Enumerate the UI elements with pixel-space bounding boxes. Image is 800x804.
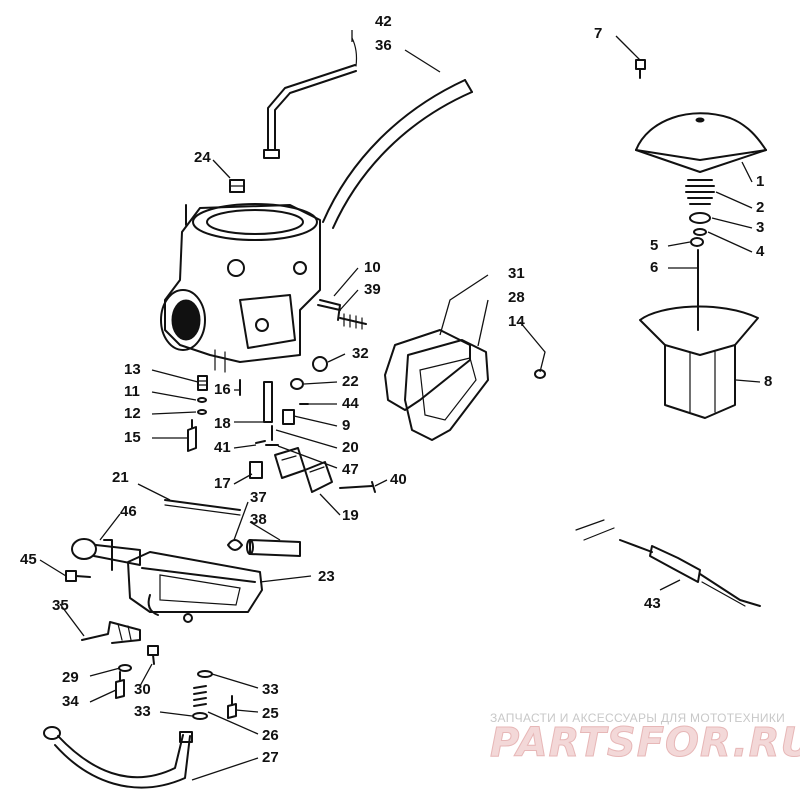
callout-27: 27 xyxy=(262,749,279,766)
part-42-cable xyxy=(263,37,358,159)
callout-28: 28 xyxy=(508,289,525,306)
part-13-jet xyxy=(197,375,208,391)
callout-1: 1 xyxy=(756,173,764,190)
callout-4: 4 xyxy=(756,243,765,260)
part-28-cover xyxy=(404,339,489,441)
part-18-tube xyxy=(263,381,273,423)
callout-33-bottom: 33 xyxy=(134,703,151,720)
callout-30: 30 xyxy=(134,681,151,698)
part-25-screw xyxy=(227,695,237,719)
carburetor-body xyxy=(160,203,341,373)
part-30-screw xyxy=(147,645,159,665)
callout-37: 37 xyxy=(250,489,267,506)
part-26-spring xyxy=(193,685,207,707)
part-36-hose xyxy=(322,79,473,229)
part-10-39-screws xyxy=(317,304,367,330)
callout-3: 3 xyxy=(756,219,764,236)
part-24-cap xyxy=(229,179,245,193)
callout-31: 31 xyxy=(508,265,525,282)
callout-36: 36 xyxy=(375,37,392,54)
part-29-washer xyxy=(118,664,132,672)
part-32-plug xyxy=(312,356,328,372)
part-38-sleeve xyxy=(246,539,301,557)
part-7-screw xyxy=(635,59,646,79)
part-43-choke-cable xyxy=(575,519,761,607)
callout-7: 7 xyxy=(594,25,602,42)
callout-42: 42 xyxy=(375,13,392,30)
callout-39: 39 xyxy=(364,281,381,298)
part-45-screw xyxy=(65,570,91,582)
callout-38: 38 xyxy=(250,511,267,528)
callout-21: 21 xyxy=(112,469,129,486)
callout-15: 15 xyxy=(124,429,141,446)
watermark-tagline: ЗАПЧАСТИ И АКСЕССУАРЫ ДЛЯ МОТОТЕХНИКИ xyxy=(490,711,785,725)
callout-34: 34 xyxy=(62,693,79,710)
part-19-float xyxy=(274,447,333,493)
callout-6: 6 xyxy=(650,259,658,276)
callout-26: 26 xyxy=(262,727,279,744)
callout-25: 25 xyxy=(262,705,279,722)
callout-23: 23 xyxy=(318,568,335,585)
callout-41: 41 xyxy=(214,439,231,456)
part-22-cap xyxy=(290,378,304,390)
callout-11: 11 xyxy=(124,383,140,400)
callout-29: 29 xyxy=(62,669,79,686)
callout-18: 18 xyxy=(214,415,231,432)
part-40-pin xyxy=(339,481,376,493)
callout-24: 24 xyxy=(194,149,211,166)
callout-22: 22 xyxy=(342,373,359,390)
part-23-float-bowl xyxy=(127,551,263,623)
callout-40: 40 xyxy=(390,471,407,488)
callout-43: 43 xyxy=(644,595,661,612)
callout-47: 47 xyxy=(342,461,359,478)
callout-14: 14 xyxy=(508,313,525,330)
part-41-clip xyxy=(255,440,266,444)
callout-9: 9 xyxy=(342,417,350,434)
callout-46: 46 xyxy=(120,503,137,520)
callout-10: 10 xyxy=(364,259,381,276)
callout-33-top: 33 xyxy=(262,681,279,698)
callout-16: 16 xyxy=(214,381,231,398)
part-3-washer xyxy=(689,212,711,224)
part-33-oring-bottom xyxy=(192,712,208,720)
part-35-bracket xyxy=(81,621,141,644)
part-9-seat xyxy=(282,409,295,425)
part-drawings xyxy=(43,37,767,789)
part-8-slide xyxy=(639,305,759,419)
callout-12: 12 xyxy=(124,405,141,422)
callout-44: 44 xyxy=(342,395,359,412)
callout-17: 17 xyxy=(214,475,231,492)
part-5-nut xyxy=(690,237,704,247)
part-4-clip xyxy=(693,228,707,236)
part-12-washer xyxy=(197,409,207,415)
part-27-drain-hose xyxy=(43,726,193,789)
callout-13: 13 xyxy=(124,361,141,378)
callout-19: 19 xyxy=(342,507,359,524)
callout-labels: 42 36 24 10 39 31 28 14 13 11 12 15 16 1… xyxy=(20,13,772,766)
watermark-brand: PARTSFOR.RU xyxy=(490,720,800,766)
watermark: ЗАПЧАСТИ И АКСЕССУАРЫ ДЛЯ МОТОТЕХНИКИ PA… xyxy=(490,711,800,767)
part-2-spring xyxy=(685,179,715,205)
callout-35: 35 xyxy=(52,597,69,614)
leader-lines xyxy=(39,30,761,781)
callout-2: 2 xyxy=(756,199,764,216)
callout-45: 45 xyxy=(20,551,37,568)
callout-32: 32 xyxy=(352,345,369,362)
part-37-clip xyxy=(227,539,243,551)
callout-20: 20 xyxy=(342,439,359,456)
callout-5: 5 xyxy=(650,237,658,254)
part-11-washer xyxy=(197,397,207,403)
part-15-screw xyxy=(187,419,197,452)
part-21-rod xyxy=(164,499,241,516)
part-33-oring-top xyxy=(197,670,213,678)
callout-8: 8 xyxy=(764,373,772,390)
part-34-screw xyxy=(115,671,125,699)
part-31-gasket xyxy=(384,329,471,411)
part-46-plunger xyxy=(71,538,141,571)
part-1-cover xyxy=(635,112,767,173)
part-17-jet xyxy=(249,461,263,479)
